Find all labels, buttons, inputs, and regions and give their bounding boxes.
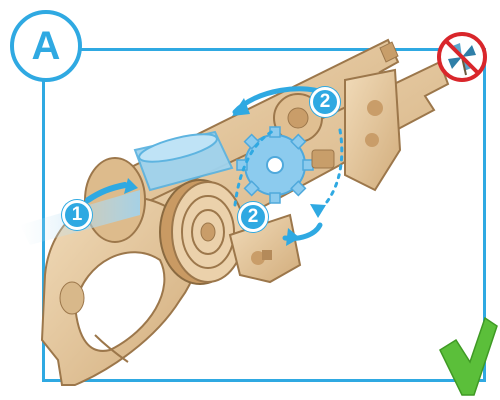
- step-badge-1: 1: [62, 200, 92, 230]
- main-drum: [159, 179, 245, 285]
- no-pinwheel-icon: [437, 32, 487, 82]
- right-arm: [344, 68, 402, 192]
- arrow-heads: [124, 98, 326, 246]
- step-letter-badge: A: [10, 10, 82, 82]
- instruction-frame: [42, 48, 486, 382]
- step-badge-2-lower: 2: [238, 202, 268, 232]
- step-badge-2-upper: 2: [310, 87, 340, 117]
- lower-bracket: [228, 213, 302, 284]
- green-checkmark-icon: [439, 316, 498, 396]
- highlighted-cylinder: [133, 130, 234, 192]
